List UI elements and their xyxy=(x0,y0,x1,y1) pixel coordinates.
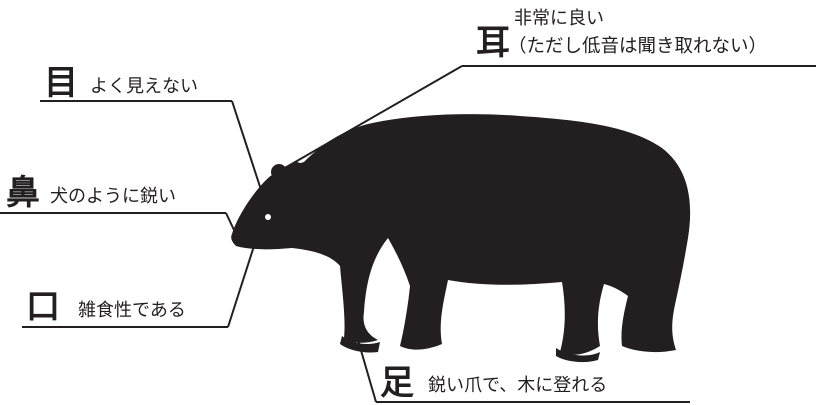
eye-kanji: 目 xyxy=(44,63,78,103)
eye-leader xyxy=(231,100,267,206)
foot-kanji: 足 xyxy=(380,363,414,403)
eye-desc: よく見えない xyxy=(90,76,198,97)
bear-hind-paw xyxy=(556,348,600,363)
mouth-kanji: 口 xyxy=(26,287,60,327)
bear-eye xyxy=(265,214,271,220)
nose-kanji: 鼻 xyxy=(6,173,40,213)
ear-kanji: 耳 xyxy=(476,23,510,63)
ear-desc-line1: 非常に良い xyxy=(514,8,604,29)
leader-lines xyxy=(0,65,816,403)
ear-leader xyxy=(282,65,463,170)
foot-desc: 鋭い爪で、木に登れる xyxy=(428,375,608,396)
bear-body xyxy=(231,114,691,355)
mouth-leader xyxy=(227,245,255,328)
foot-leader xyxy=(357,339,377,403)
bear-ear-right xyxy=(288,162,304,178)
bear-silhouette xyxy=(231,114,691,363)
mouth-desc: 雑食性である xyxy=(78,300,186,321)
nose-desc: 犬のように鋭い xyxy=(50,186,176,207)
bear-ear-left xyxy=(271,164,287,180)
nose-leader xyxy=(225,212,235,231)
ear-desc-line2: （ただし低音は聞き取れない） xyxy=(508,36,768,57)
